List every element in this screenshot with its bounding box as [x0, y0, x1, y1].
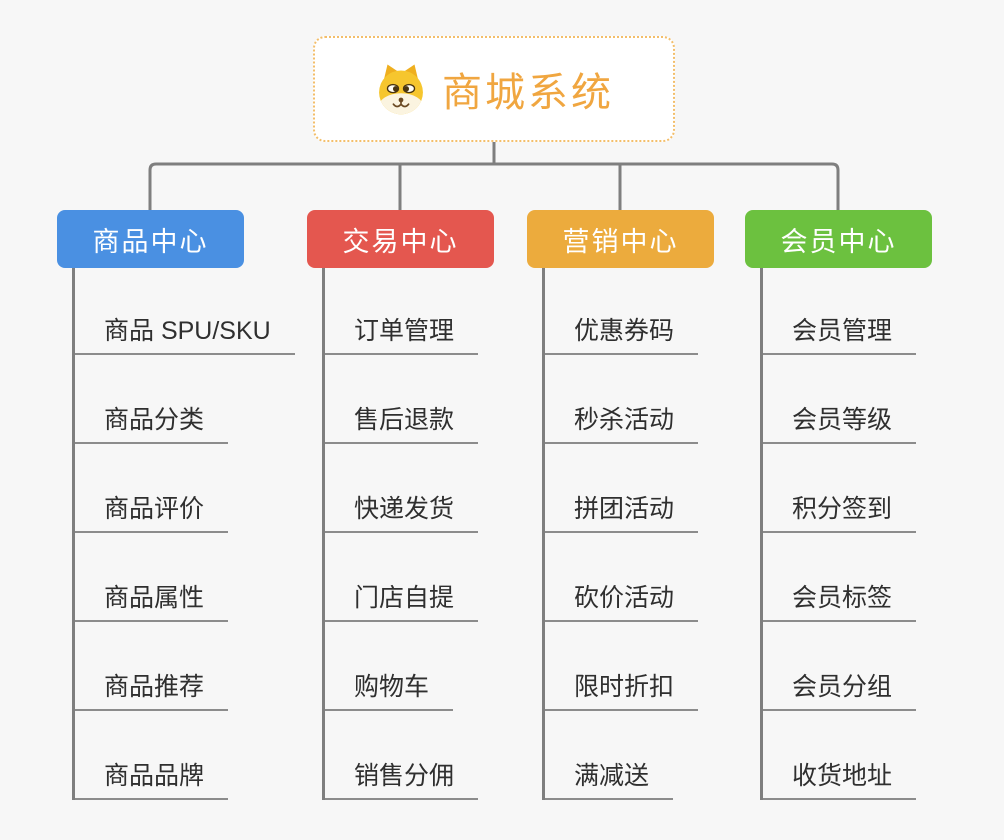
leaf-row: 商品评价: [72, 444, 229, 533]
branch-node-trade[interactable]: 交易中心: [307, 210, 494, 268]
leaf-row: 售后退款: [322, 355, 479, 444]
mindmap-node[interactable]: 商品评价: [72, 493, 229, 533]
mindmap-node[interactable]: 门店自提: [322, 582, 479, 622]
children-column-trade: 订单管理 售后退款 快递发货 门店自提 购物车 销售分佣: [322, 268, 479, 800]
leaf-row: 会员分组: [760, 622, 917, 711]
mindmap-node[interactable]: 拼团活动: [542, 493, 699, 533]
mindmap-node[interactable]: 商品属性: [72, 582, 229, 622]
mindmap-node[interactable]: 会员分组: [760, 671, 917, 711]
mindmap-node[interactable]: 商品分类: [72, 404, 229, 444]
mindmap-node[interactable]: 收货地址: [760, 760, 917, 800]
leaf-row: 积分签到: [760, 444, 917, 533]
leaf-row: 购物车: [322, 622, 454, 711]
leaf-row: 订单管理: [322, 268, 479, 355]
leaf-row: 商品分类: [72, 355, 229, 444]
leaf-row: 限时折扣: [542, 622, 699, 711]
mindmap-node[interactable]: 满减送: [542, 760, 674, 800]
mindmap-node[interactable]: 商品品牌: [72, 760, 229, 800]
mindmap-node[interactable]: 会员标签: [760, 582, 917, 622]
branch-node-members[interactable]: 会员中心: [745, 210, 932, 268]
mindmap-node[interactable]: 销售分佣: [322, 760, 479, 800]
mindmap-node[interactable]: 砍价活动: [542, 582, 699, 622]
mindmap-node[interactable]: 会员等级: [760, 404, 917, 444]
children-column-members: 会员管理 会员等级 积分签到 会员标签 会员分组 收货地址: [760, 268, 917, 800]
leaf-row: 会员管理: [760, 268, 917, 355]
mindmap-node[interactable]: 优惠券码: [542, 315, 699, 355]
mindmap-node[interactable]: 商品 SPU/SKU: [72, 315, 295, 355]
leaf-row: 优惠券码: [542, 268, 699, 355]
mindmap-node[interactable]: 限时折扣: [542, 671, 699, 711]
mindmap-node[interactable]: 秒杀活动: [542, 404, 699, 444]
mindmap-node[interactable]: 售后退款: [322, 404, 479, 444]
leaf-row: 拼团活动: [542, 444, 699, 533]
mindmap-node[interactable]: 订单管理: [322, 315, 479, 355]
leaf-row: 会员等级: [760, 355, 917, 444]
leaf-row: 秒杀活动: [542, 355, 699, 444]
mindmap-node[interactable]: 积分签到: [760, 493, 917, 533]
mindmap-node[interactable]: 会员管理: [760, 315, 917, 355]
branch-node-products[interactable]: 商品中心: [57, 210, 244, 268]
children-column-products: 商品 SPU/SKU 商品分类 商品评价 商品属性 商品推荐 商品品牌: [72, 268, 295, 800]
root-title: 商城系统: [442, 71, 614, 115]
mindmap-node[interactable]: 购物车: [322, 671, 454, 711]
leaf-row: 砍价活动: [542, 533, 699, 622]
root-node[interactable]: 商城系统: [313, 36, 675, 142]
leaf-row: 商品品牌: [72, 711, 229, 800]
branch-node-marketing[interactable]: 营销中心: [527, 210, 714, 268]
leaf-row: 商品推荐: [72, 622, 229, 711]
leaf-row: 满减送: [542, 711, 674, 800]
leaf-row: 收货地址: [760, 711, 917, 800]
leaf-row: 快递发货: [322, 444, 479, 533]
leaf-row: 商品 SPU/SKU: [72, 268, 295, 355]
leaf-row: 会员标签: [760, 533, 917, 622]
mindmap-node[interactable]: 快递发货: [322, 493, 479, 533]
children-column-marketing: 优惠券码 秒杀活动 拼团活动 砍价活动 限时折扣 满减送: [542, 268, 699, 800]
leaf-row: 销售分佣: [322, 711, 479, 800]
leaf-row: 商品属性: [72, 533, 229, 622]
leaf-row: 门店自提: [322, 533, 479, 622]
dog-face-icon: [379, 64, 423, 115]
mindmap-node[interactable]: 商品推荐: [72, 671, 229, 711]
